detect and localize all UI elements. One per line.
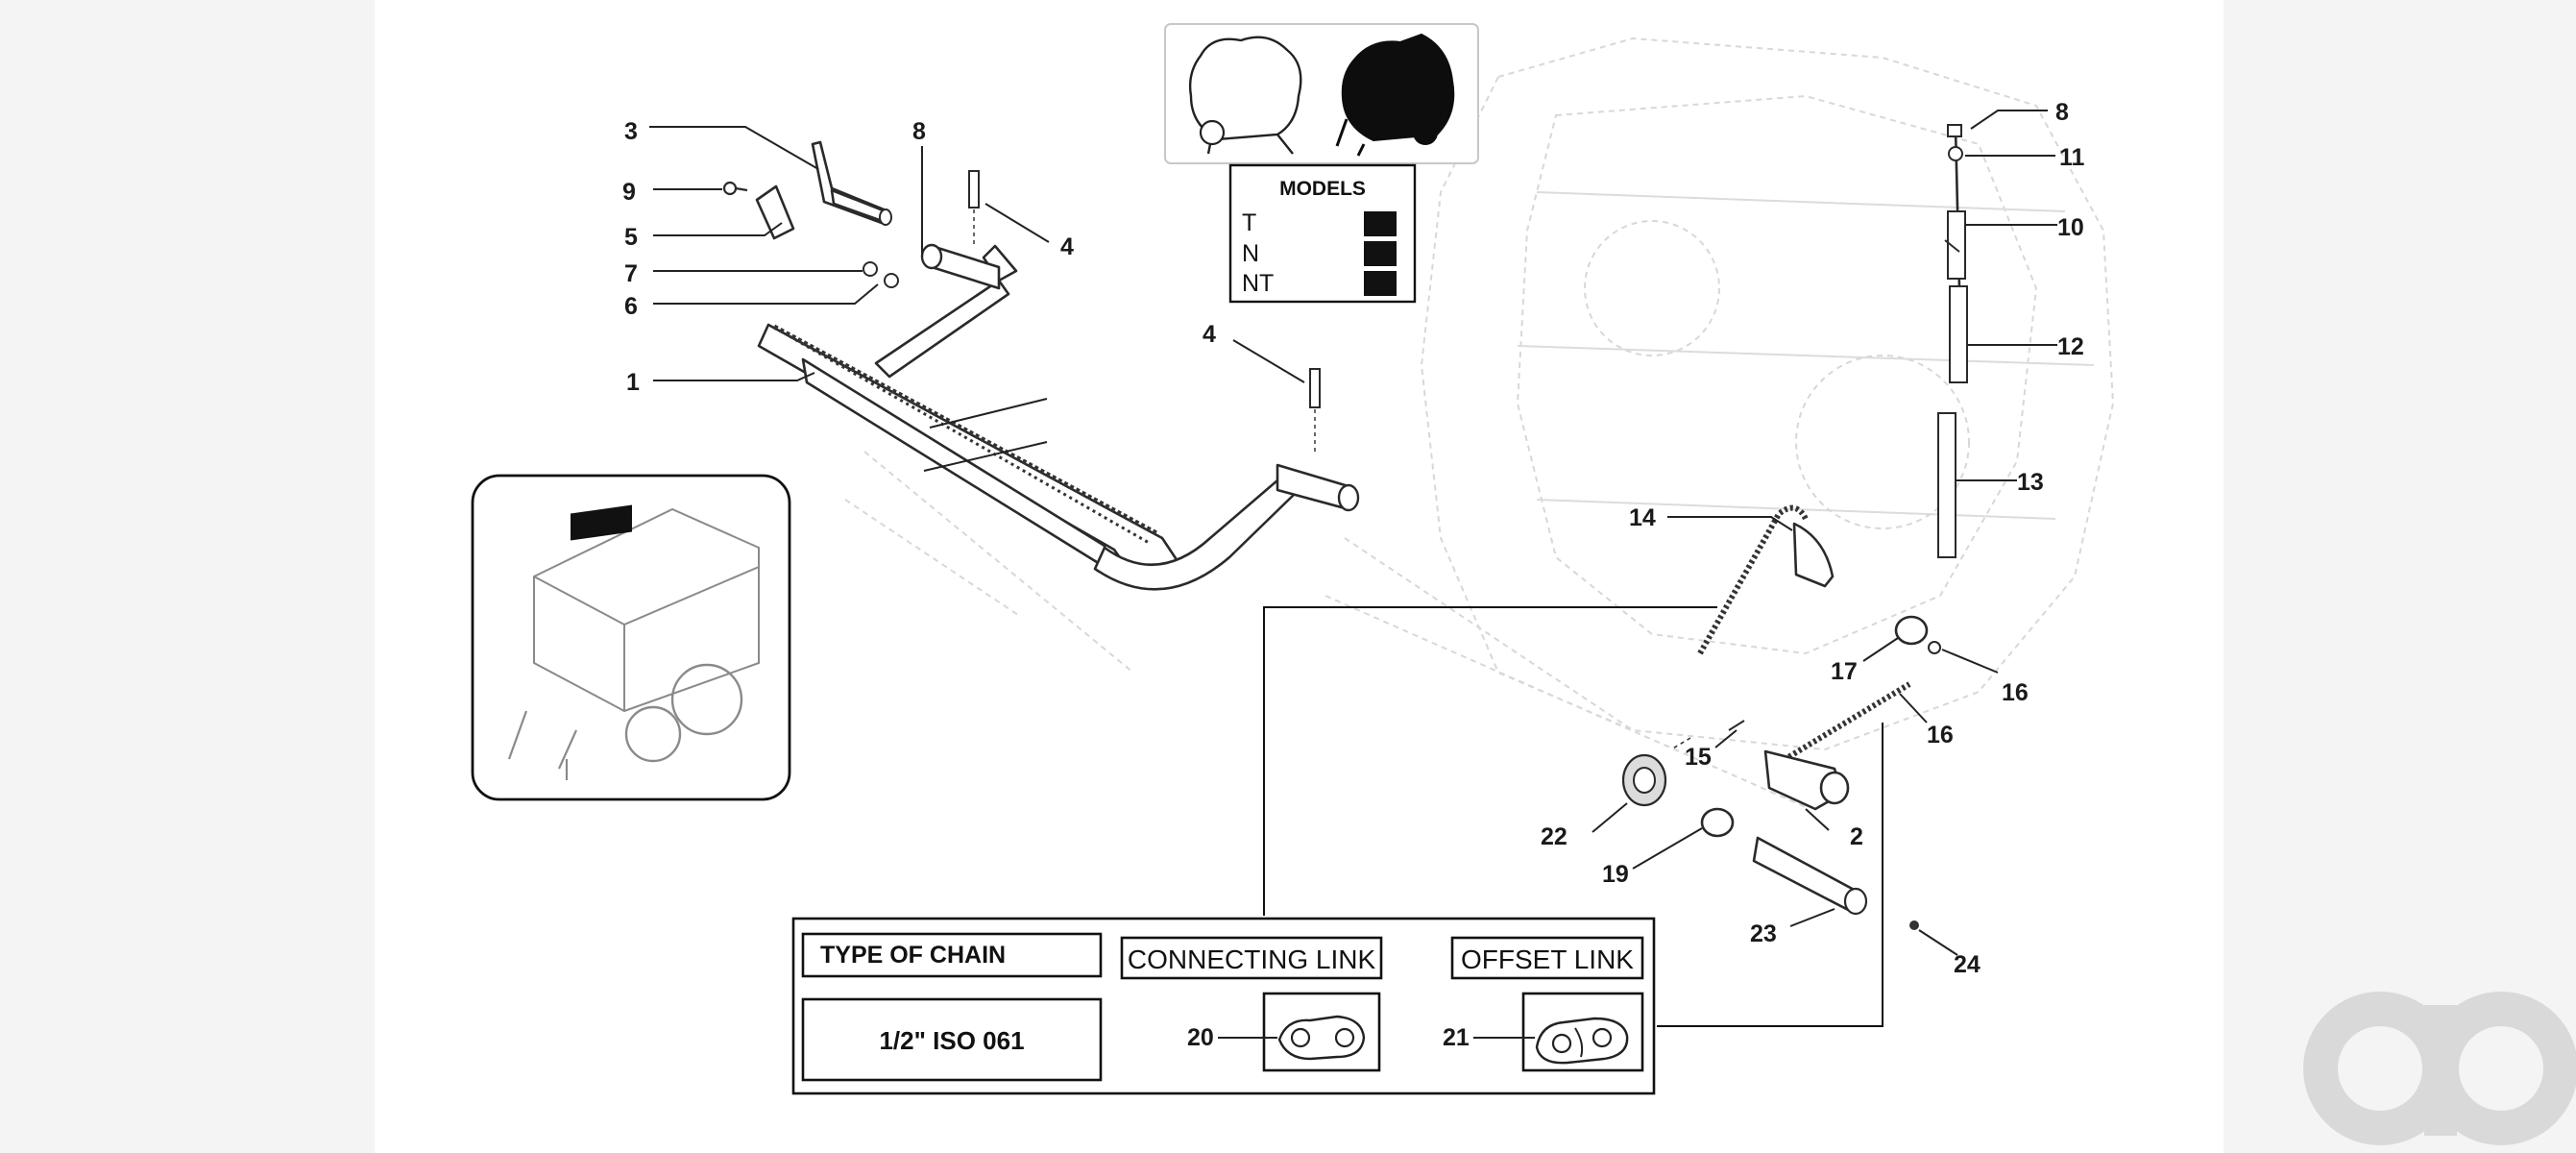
model-row-label: T xyxy=(1242,209,1256,236)
type-of-chain-header: TYPE OF CHAIN xyxy=(820,942,1006,969)
baler-location-icon xyxy=(471,474,791,801)
watermark-logo-icon xyxy=(2303,992,2576,1145)
callout-label: 4 xyxy=(1060,233,1074,260)
callout-label: 1 xyxy=(626,369,640,396)
model-row-label: N xyxy=(1242,240,1259,267)
callout-label: 4 xyxy=(1203,321,1216,348)
callout-label: 13 xyxy=(2017,469,2044,496)
callout-label: 11 xyxy=(2059,144,2085,171)
callout-label: 9 xyxy=(622,179,636,206)
callout-label: 24 xyxy=(1954,951,1981,978)
callout-label: 12 xyxy=(2057,333,2084,360)
callout-label: 22 xyxy=(1541,823,1567,850)
callout-label: 20 xyxy=(1187,1024,1214,1051)
background-machine-outline xyxy=(844,37,2115,808)
chain-type-value: 1/2" ISO 061 xyxy=(879,1026,1024,1055)
baler-filled-icon xyxy=(1335,33,1455,157)
callout-label: 3 xyxy=(624,118,638,145)
callout-label: 8 xyxy=(912,118,926,145)
callout-label: 8 xyxy=(2055,99,2069,126)
model-available-marker xyxy=(1364,211,1397,236)
callout-label: 21 xyxy=(1443,1024,1470,1051)
callout-label: 10 xyxy=(2057,214,2084,241)
callout-label: 17 xyxy=(1831,658,1858,685)
connecting-link-header: CONNECTING LINK xyxy=(1128,944,1376,974)
model-thumbnails xyxy=(1164,23,1479,164)
models-title: MODELS xyxy=(1279,178,1366,200)
tension-rod-assembly xyxy=(1937,124,1968,558)
chain-type-table: TYPE OF CHAIN 1/2" ISO 061 CONNECTING LI… xyxy=(791,917,1656,1095)
callout-label: 16 xyxy=(1927,722,1954,748)
callout-label: 6 xyxy=(624,293,638,320)
callout-label: 19 xyxy=(1602,861,1629,888)
callout-label: 15 xyxy=(1685,744,1712,771)
chain-drive-assembly xyxy=(1621,504,1941,930)
offset-link-header: OFFSET LINK xyxy=(1461,944,1634,974)
models-legend: MODELS T N NT xyxy=(1228,163,1417,304)
callout-label: 7 xyxy=(624,260,638,287)
callout-numbers: 3 8 9 4 5 7 6 1 4 8 11 10 12 13 14 17 16… xyxy=(622,99,2085,978)
callout-leaders xyxy=(649,110,2057,956)
model-available-marker xyxy=(1364,271,1397,296)
frame-assembly-part xyxy=(757,243,1360,591)
baler-outline-icon xyxy=(1188,36,1302,155)
callout-label: 5 xyxy=(624,224,638,251)
callout-label: 16 xyxy=(2002,679,2029,706)
connecting-link-icon xyxy=(1277,1015,1366,1061)
chain-table-connectors xyxy=(1263,606,1883,1027)
callout-label: 23 xyxy=(1750,920,1777,947)
callout-label: 14 xyxy=(1629,504,1656,531)
offset-link-icon xyxy=(1535,1017,1629,1065)
model-available-marker xyxy=(1364,241,1397,266)
model-row-label: NT xyxy=(1242,270,1274,297)
upper-small-parts xyxy=(722,140,1321,452)
callout-label: 2 xyxy=(1850,823,1863,850)
